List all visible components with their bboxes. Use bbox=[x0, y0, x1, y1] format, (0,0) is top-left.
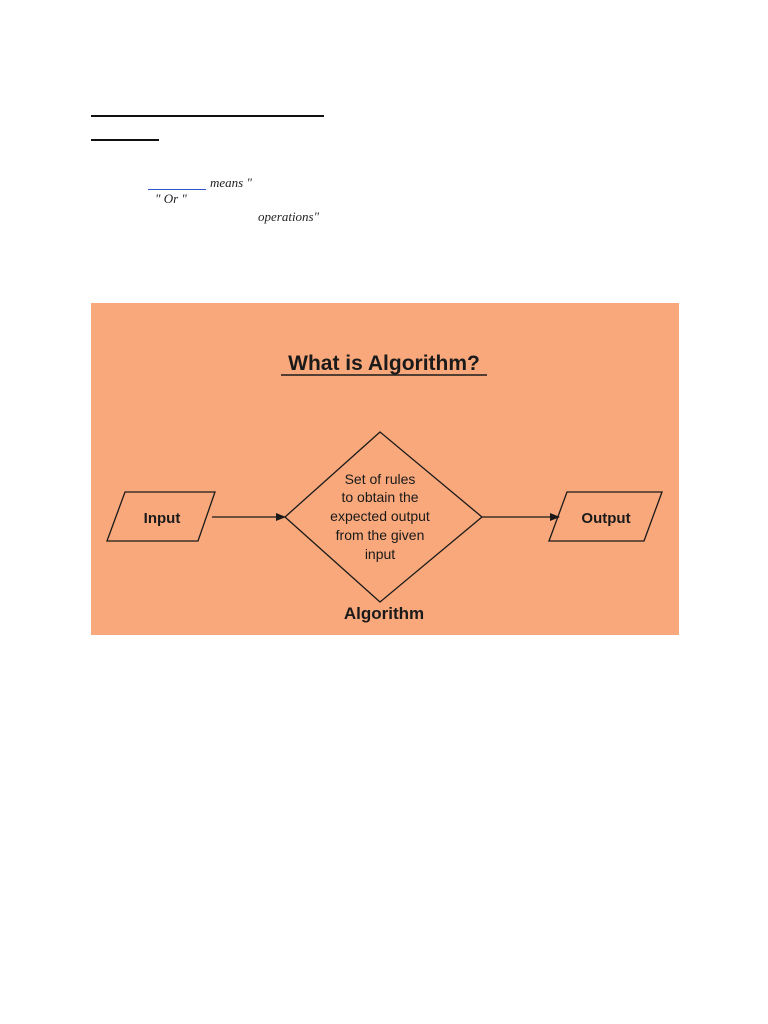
rules-line-2: to obtain the bbox=[341, 489, 418, 505]
algorithm-flowchart: What is Algorithm? Input Set of rules to… bbox=[106, 352, 663, 623]
rules-line-5: input bbox=[365, 546, 395, 562]
operations-fragment: operations" bbox=[258, 209, 320, 224]
heading-line-2 bbox=[91, 139, 159, 141]
rules-line-4: from the given bbox=[336, 527, 425, 543]
algorithm-figure: What is Algorithm? Input Set of rules to… bbox=[91, 303, 679, 635]
heading-line-1 bbox=[91, 115, 324, 117]
input-label: Input bbox=[144, 510, 181, 527]
rules-line-1: Set of rules bbox=[345, 471, 416, 487]
rules-line-3: expected output bbox=[330, 508, 430, 524]
input-shape bbox=[106, 491, 216, 542]
algorithm-label: Algorithm bbox=[344, 604, 424, 623]
output-shape bbox=[548, 491, 663, 542]
means-fragment: means " bbox=[210, 175, 252, 190]
output-label: Output bbox=[581, 510, 630, 527]
rules-diamond bbox=[284, 431, 484, 603]
figure-title: What is Algorithm? bbox=[288, 352, 480, 375]
link-underline[interactable] bbox=[148, 189, 206, 190]
or-fragment: " Or " bbox=[155, 191, 187, 206]
